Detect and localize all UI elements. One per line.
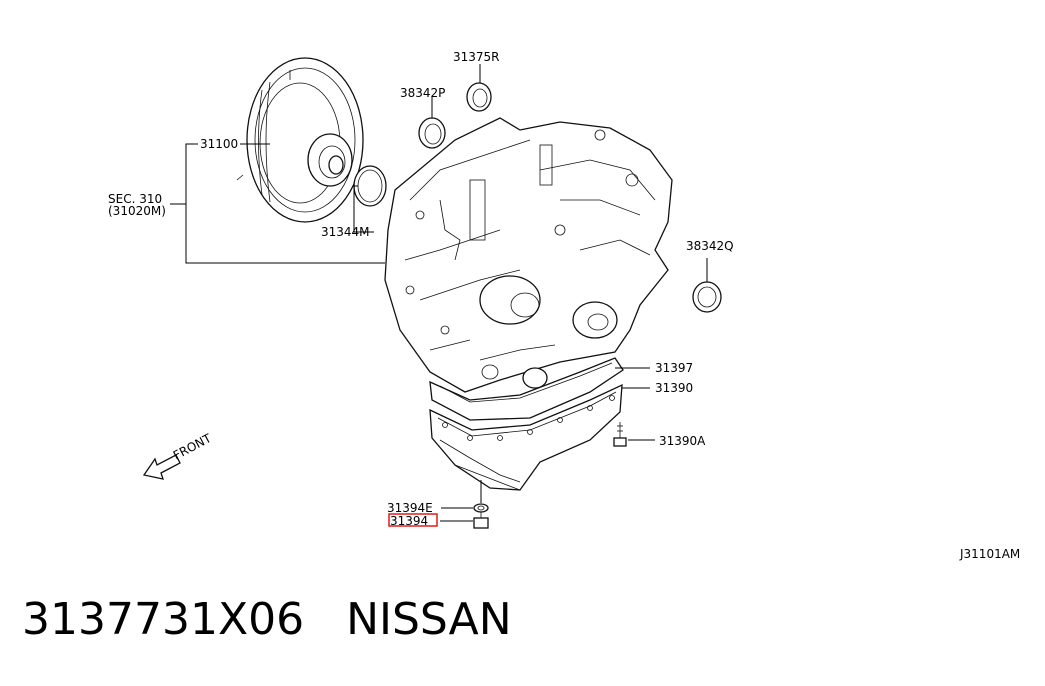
- label-31390a: 31390A: [659, 434, 706, 448]
- leader-lines: [170, 64, 708, 522]
- label-31344m: 31344M: [321, 225, 370, 239]
- label-38342q: 38342Q: [686, 239, 734, 253]
- label-38342p: 38342P: [400, 86, 445, 100]
- o-ring-31344m: [353, 165, 387, 207]
- label-31020m: (31020M): [108, 204, 166, 218]
- label-31394: 31394: [390, 514, 428, 528]
- label-31100: 31100: [200, 137, 238, 151]
- label-31394e: 31394E: [387, 501, 433, 515]
- washer-31394e: [473, 503, 489, 513]
- label-31375r: 31375R: [453, 50, 500, 64]
- transmission-case: [384, 117, 673, 393]
- seal-31375r: [466, 82, 492, 112]
- gasket-31397: [429, 357, 624, 421]
- torque-converter-31100: [236, 57, 364, 223]
- seal-38342p: [418, 117, 446, 149]
- label-sec-310: SEC. 310: [108, 192, 162, 206]
- highlight-box-31394: [388, 513, 438, 527]
- drawing-code: J31101AM: [959, 547, 1020, 561]
- oil-pan-31390: [429, 383, 623, 491]
- front-label: FRONT: [171, 431, 214, 463]
- drain-plug-31394: [473, 512, 489, 529]
- bolt-31390a: [613, 422, 627, 447]
- label-31390: 31390: [655, 381, 693, 395]
- part-number: 3137731X06: [22, 594, 305, 645]
- brand-name: NISSAN: [346, 594, 512, 645]
- front-arrow: FRONT: [142, 431, 214, 480]
- part-caption: 3137731X06 NISSAN: [22, 598, 512, 642]
- label-31397: 31397: [655, 361, 693, 375]
- seal-38342q: [692, 281, 722, 313]
